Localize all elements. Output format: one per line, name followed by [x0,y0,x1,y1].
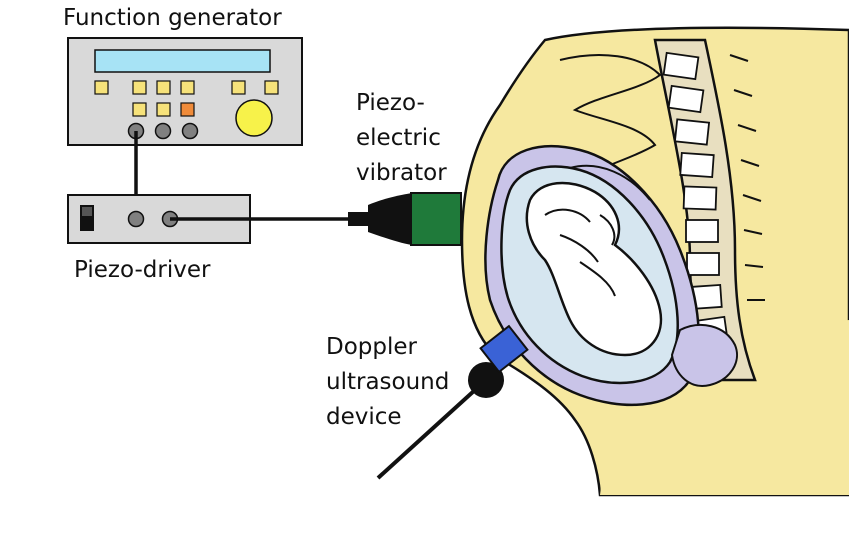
function-generator-display [94,49,271,73]
placenta [569,164,651,201]
piezo-driver-label: Piezo-driver [74,257,211,283]
doppler-device-label-line2: ultrasound [326,369,450,395]
doppler-probe-icon [376,324,529,480]
doppler-device-label-line3: device [326,404,402,430]
doppler-probe-grip [468,362,504,398]
piezo-vibrator-label: Piezo- electric vibrator [356,89,447,187]
piezo-driver-switch-top [82,207,92,216]
pregnant-abdomen-illustration [460,26,849,497]
fetus-limbs [544,208,616,297]
vibrator-head [410,192,462,246]
function-generator-connectors [127,122,199,140]
doppler-device-label: Doppler ultrasound device [326,333,449,431]
pelvis-region [600,320,849,495]
doppler-device-label-line1: Doppler [326,334,417,360]
function-generator-icon [67,37,303,146]
function-generator-label: Function generator [63,5,282,31]
piezo-vibrator-icon [348,192,462,246]
fetus [525,181,663,357]
function-generator-knob [235,99,273,137]
vibrator-cable-plug [348,212,370,226]
piezo-vibrator-label-line3: vibrator [356,160,447,186]
function-generator-buttons [94,80,279,117]
vertebrae [662,51,729,345]
piezo-vibrator-label-line1: Piezo- [356,90,425,116]
vibrator-boot [368,193,412,245]
intestine-folds [559,54,662,181]
cervix [670,324,738,387]
spinal-processes [729,54,765,301]
doppler-cable [376,378,488,480]
doppler-probe-head [479,324,529,374]
piezo-vibrator-label-line2: electric [356,125,441,151]
